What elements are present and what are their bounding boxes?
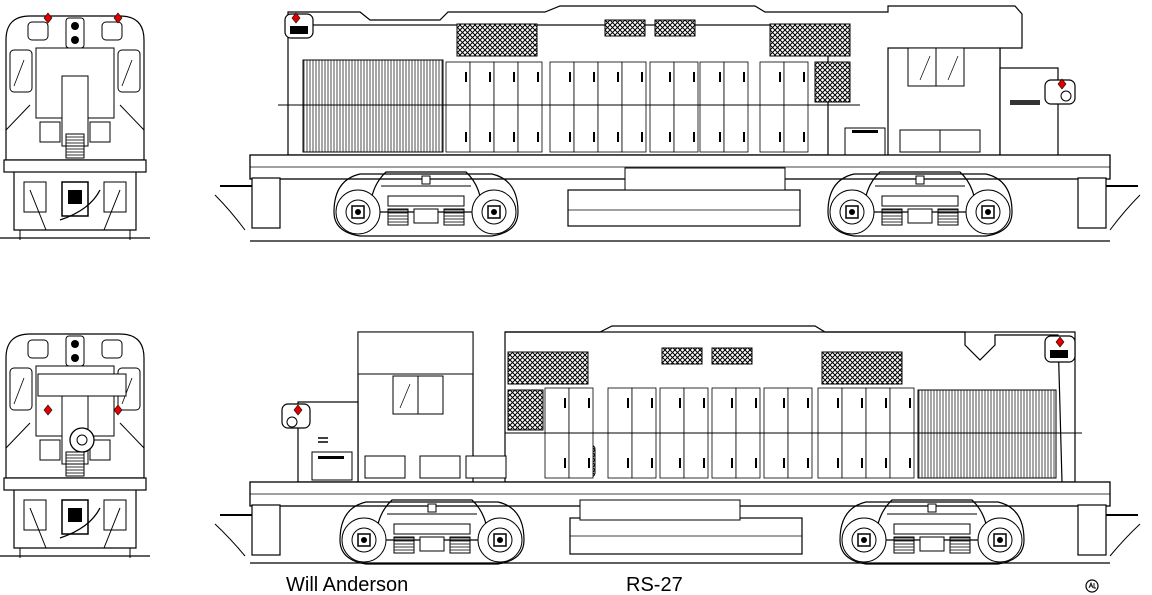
author-label: Will Anderson [286,574,409,595]
rear-end-view [0,333,151,559]
side-view-bottom [214,325,1141,565]
front-end-view [0,12,151,241]
side-view-top [214,5,1141,242]
model-label: RS-27 [626,574,683,595]
initials-mark-icon [1085,579,1099,593]
